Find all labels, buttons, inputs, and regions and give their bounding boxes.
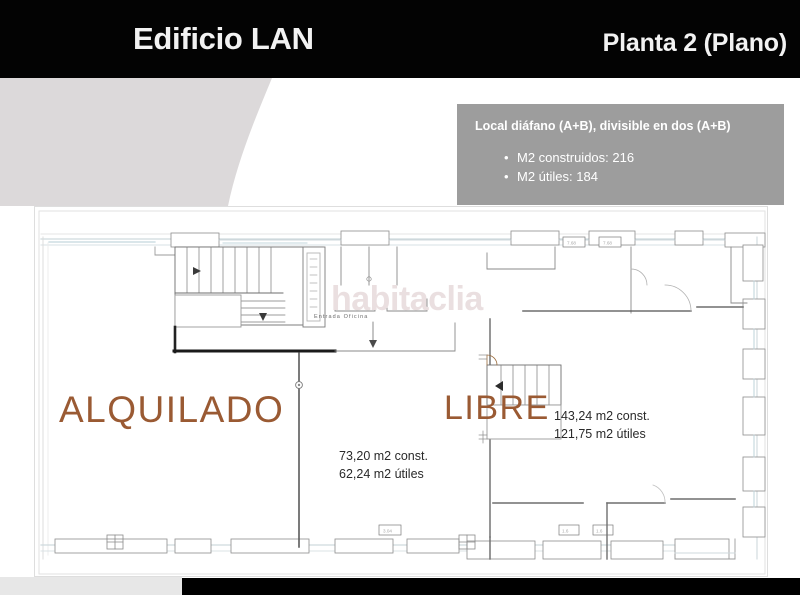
info-bullet-text: M2 construidos: 216 — [517, 150, 635, 165]
svg-text:7.68: 7.68 — [603, 241, 612, 246]
stair-direction-arrow — [193, 267, 267, 321]
svg-text:1.6: 1.6 — [596, 529, 603, 534]
slide-bottom-bar — [0, 578, 800, 595]
floor-plan-panel: 7.68 7.68 3.04 1.6 1.6 — [34, 206, 768, 577]
svg-text:1.6: 1.6 — [562, 529, 569, 534]
plan-walls: 7.68 7.68 3.04 1.6 1.6 — [38, 210, 766, 575]
floor-plan-drawing: 7.68 7.68 3.04 1.6 1.6 — [38, 210, 766, 575]
svg-text:7.68: 7.68 — [567, 241, 576, 246]
slide-header-bar: Edificio LAN Planta 2 (Plano) — [0, 0, 800, 78]
info-bullet-text: M2 útiles: 184 — [517, 169, 598, 184]
bullet-dot-icon: • — [504, 150, 509, 165]
info-box: Local diáfano (A+B), divisible en dos (A… — [457, 104, 784, 205]
info-box-bullet-list: • M2 construidos: 216 • M2 útiles: 184 — [475, 148, 770, 186]
building-title: Edificio LAN — [133, 21, 314, 56]
decorative-curve-shape — [0, 78, 272, 206]
floor-title: Planta 2 (Plano) — [602, 29, 788, 57]
info-bullet-item: • M2 construidos: 216 — [504, 148, 770, 167]
svg-text:3.04: 3.04 — [383, 529, 392, 534]
slide-bottom-left-block — [0, 577, 182, 595]
stair-direction-arrow — [495, 381, 503, 391]
bullet-dot-icon: • — [504, 169, 509, 184]
info-bullet-item: • M2 útiles: 184 — [504, 167, 770, 186]
entrance-arrow-icon — [369, 321, 377, 348]
info-box-title: Local diáfano (A+B), divisible en dos (A… — [475, 119, 731, 133]
